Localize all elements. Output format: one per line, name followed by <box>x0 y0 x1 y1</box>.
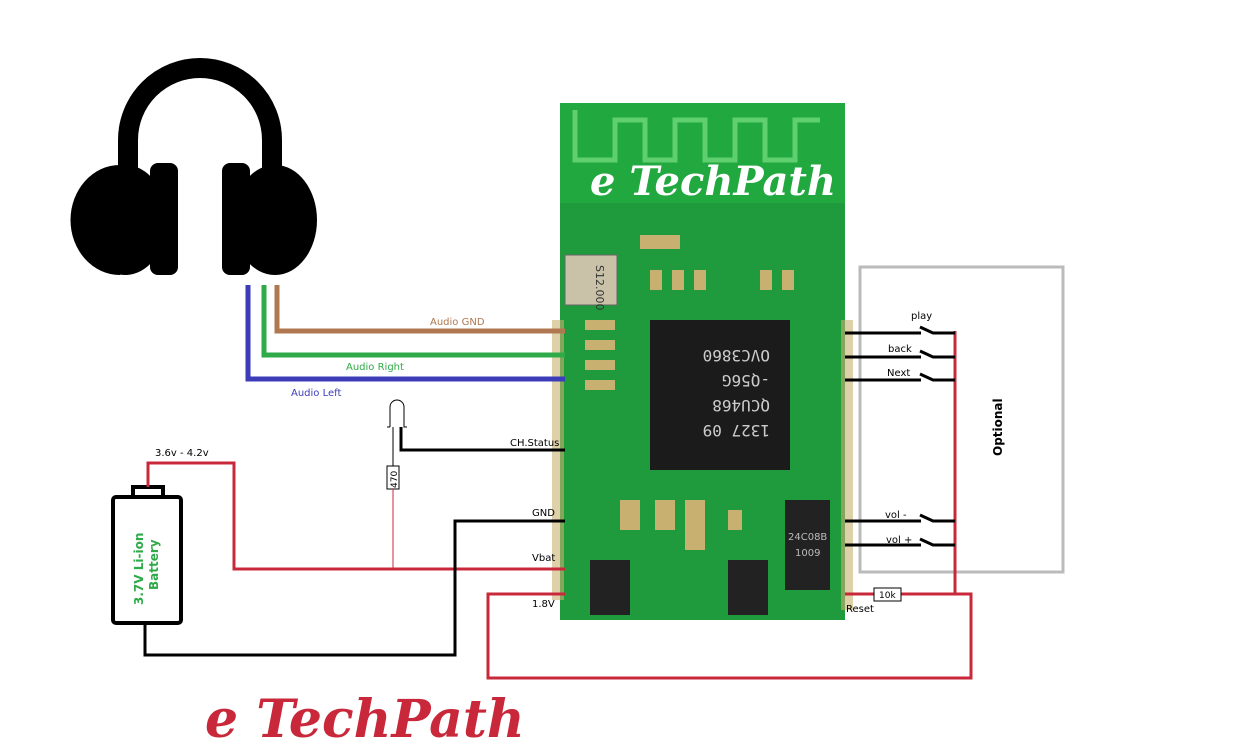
audio-left-label: Audio Left <box>291 388 341 399</box>
eeprom-line: 1009 <box>795 548 820 559</box>
switch-label-play: play <box>911 311 932 322</box>
audio-left-wire <box>245 285 565 382</box>
switch <box>845 349 955 359</box>
switch <box>845 325 955 335</box>
switch-label-vol-up: vol + <box>886 535 912 546</box>
chip-line: -Q56G <box>722 371 770 390</box>
chip-line: QCU468 <box>712 396 770 415</box>
switch-label-vol-down: vol - <box>885 510 907 521</box>
vbat-label: Vbat <box>532 553 555 564</box>
reset-label: Reset <box>846 604 874 615</box>
reset-resistor <box>873 587 902 602</box>
bluetooth-module <box>552 103 853 620</box>
chip-line: OVC3860 <box>703 346 770 365</box>
audio-right-wire <box>261 285 565 358</box>
ch-status-wire <box>399 427 565 452</box>
vbat-wire <box>146 461 565 571</box>
ch-status-label: CH.Status <box>510 438 559 449</box>
led-resistor-label: 470 <box>390 471 400 488</box>
optional-box <box>858 265 1065 574</box>
v18-label: 1.8V <box>532 599 555 610</box>
battery-label: 3.7V Li-ion <box>132 533 146 605</box>
battery-label: Battery <box>147 539 161 590</box>
optional-label: Optional <box>991 398 1005 456</box>
crystal-label: S12.000 <box>593 265 606 310</box>
reset-resistor-label: 10k <box>879 591 896 601</box>
switch-label-back: back <box>888 344 912 355</box>
switch <box>845 372 955 382</box>
switch-label-next: Next <box>887 368 910 379</box>
audio-gnd-label: Audio GND <box>430 317 485 328</box>
v18-reset-wire <box>486 592 973 680</box>
audio-gnd-wire <box>274 285 565 334</box>
chip-line: 1327 09 <box>703 421 770 440</box>
headphones-icon <box>70 58 317 275</box>
gnd-label: GND <box>532 508 555 519</box>
switch <box>845 537 955 547</box>
battery-voltage-label: 3.6v - 4.2v <box>155 448 209 459</box>
footer-logo: e TechPath <box>205 689 525 750</box>
gnd-wire <box>143 519 565 657</box>
switch <box>845 513 955 523</box>
led-icon <box>387 399 407 428</box>
eeprom-line: 24C08B <box>788 532 827 543</box>
module-logo: e TechPath <box>590 158 836 205</box>
audio-right-label: Audio Right <box>346 362 404 373</box>
